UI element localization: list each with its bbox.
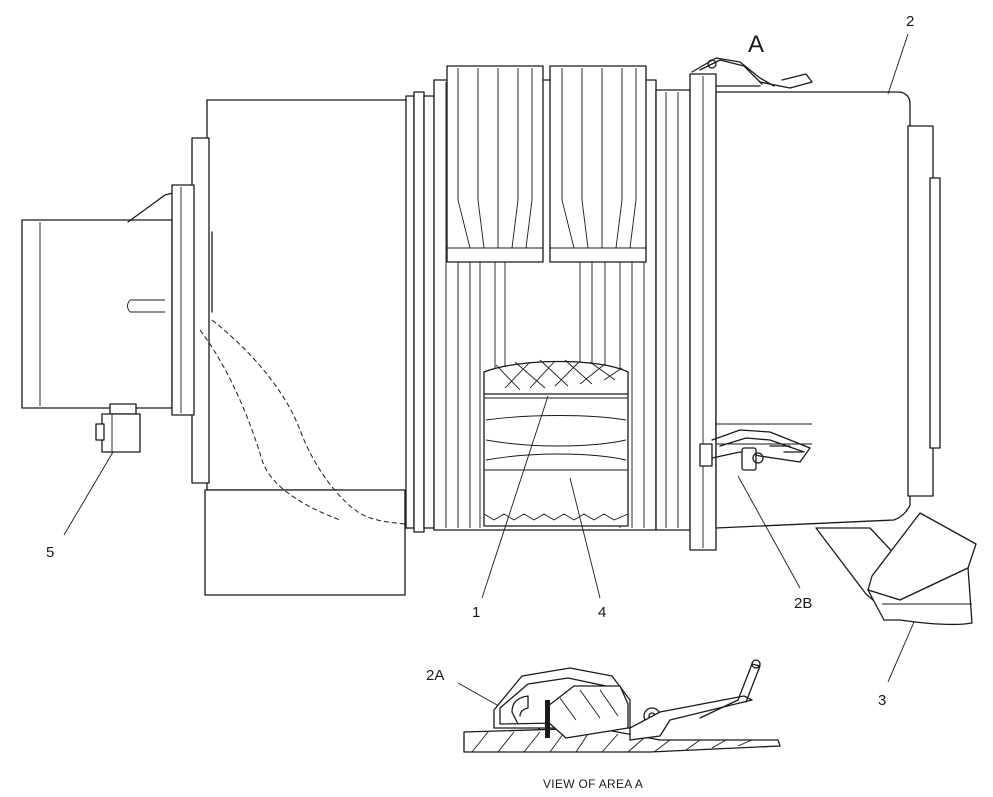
callout-4: 4 [598, 604, 606, 621]
detail-caption: VIEW OF AREA A [543, 777, 643, 791]
housing-body [171, 99, 411, 596]
callout-5: 5 [46, 544, 54, 561]
detail-view [463, 659, 781, 753]
clamp-rings [405, 80, 435, 533]
dust-valve [815, 512, 977, 626]
side-latch [699, 429, 811, 471]
callout-1: 1 [472, 604, 480, 621]
cover-body [715, 91, 941, 529]
top-latch [691, 57, 813, 89]
callout-3: 3 [878, 692, 886, 709]
view-marker-a: A [748, 31, 764, 58]
center-section [433, 65, 657, 531]
callout-2b: 2B [794, 595, 812, 612]
outlet-pipe [21, 187, 193, 409]
callout-2: 2 [906, 13, 914, 30]
right-rings [655, 73, 717, 551]
service-indicator [95, 403, 141, 453]
callout-2a: 2A [426, 667, 444, 684]
